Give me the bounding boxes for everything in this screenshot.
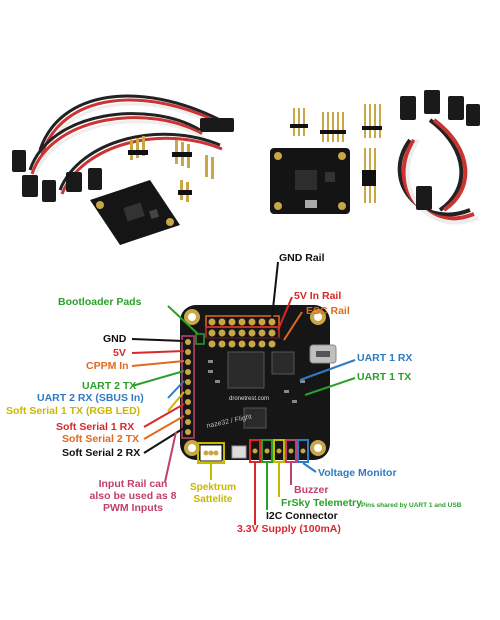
cppm-arrow <box>131 360 185 367</box>
mounting-holes <box>184 309 326 456</box>
mcu-chip <box>227 351 265 389</box>
ss1rx-arrow <box>143 403 185 428</box>
uart2rx-arrow <box>167 380 185 399</box>
i2c-pad <box>261 439 273 463</box>
label-bootloader-pads: Bootloader Pads <box>58 296 142 308</box>
label-uart1-rx: UART 1 RX <box>357 352 413 364</box>
label-frsky: FrSky Telemetry <box>281 497 362 509</box>
ss2rx-arrow <box>143 427 185 454</box>
label-soft-serial-2-tx: Soft Serial 2 TX <box>62 433 140 445</box>
photo-right-headers <box>270 90 480 225</box>
product-photos <box>12 90 480 245</box>
voltage-arrow <box>302 462 317 473</box>
label-gnd-rail: GND Rail <box>279 252 325 264</box>
label-5v-in-rail: 5V In Rail <box>294 290 342 302</box>
5v-arrow <box>131 350 185 354</box>
frsky-pad <box>273 439 285 463</box>
label-soft-serial-1-rx: Soft Serial 1 RX <box>56 421 135 433</box>
photo-left-cables <box>12 94 234 245</box>
label-i2c: I2C Connector <box>266 510 338 522</box>
uart2tx-arrow <box>131 370 185 387</box>
label-input-rail: Input Rail can also be used as 8 PWM Inp… <box>89 478 177 514</box>
esc-rail-arrow <box>283 311 303 341</box>
input-rail-arrow <box>164 431 177 483</box>
gnd-arrow <box>131 338 185 342</box>
ss2tx-arrow <box>143 415 185 440</box>
5v-rail-arrow <box>277 296 293 331</box>
label-voltage-monitor: Voltage Monitor <box>318 467 397 479</box>
label-soft-serial-1-tx: Soft Serial 1 TX (RGB LED) <box>6 405 141 417</box>
gnd-rail-arrow <box>271 261 279 319</box>
label-supply: 3.3V Supply (100mA) <box>237 523 341 535</box>
board-watermark: dronetrest.com <box>229 396 269 402</box>
bootloader-pads <box>195 333 205 345</box>
uart1rx-arrow <box>299 359 356 381</box>
esc-rail-pads <box>205 315 280 350</box>
label-pins-shared: Pins shared by UART 1 and USB <box>361 502 462 509</box>
label-cppm-in: CPPM In <box>86 360 129 372</box>
label-uart1-tx: UART 1 TX <box>357 371 412 383</box>
uart1tx-arrow <box>304 377 356 396</box>
label-buzzer: Buzzer <box>294 484 329 496</box>
buzzer-pad <box>285 439 297 463</box>
label-5v: 5V <box>113 347 126 359</box>
label-soft-serial-2-rx: Soft Serial 2 RX <box>62 447 141 459</box>
bootloader-arrow <box>167 305 199 335</box>
input-rail-pins <box>185 339 191 435</box>
supply-pad <box>249 439 261 463</box>
label-gnd: GND <box>103 333 127 345</box>
label-spektrum: Spektrum Sattelite <box>189 482 237 505</box>
label-uart2-rx: UART 2 RX (SBUS In) <box>37 392 144 404</box>
voltage-pad <box>297 439 309 463</box>
ss1tx-arrow <box>167 391 185 412</box>
label-uart2-tx: UART 2 TX <box>82 380 137 392</box>
label-esc-rail: ESC Rail <box>306 305 350 317</box>
